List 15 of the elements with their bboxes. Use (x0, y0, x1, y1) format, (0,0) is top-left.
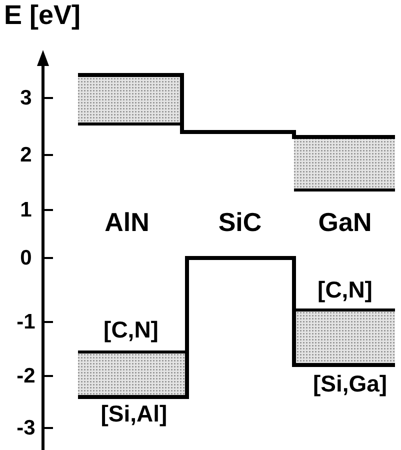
tick-label: 0 (20, 248, 32, 268)
axis-title: E [eV] (4, 2, 81, 29)
tick-label: 1 (20, 200, 32, 220)
site-label: [C,N] (104, 318, 158, 342)
material-label: GaN (318, 209, 372, 235)
site-label: [C,N] (318, 278, 372, 302)
material-label: SiC (218, 209, 262, 235)
tick-label: -3 (16, 418, 36, 438)
tick-label: 3 (20, 88, 32, 108)
site-label: [Si,Al] (100, 402, 168, 426)
tick-label: 2 (20, 144, 32, 166)
tick-label: -2 (16, 366, 36, 386)
tick-label: -1 (16, 312, 36, 332)
material-label: AlN (104, 209, 150, 235)
site-label: [Si,Ga] (312, 372, 388, 396)
